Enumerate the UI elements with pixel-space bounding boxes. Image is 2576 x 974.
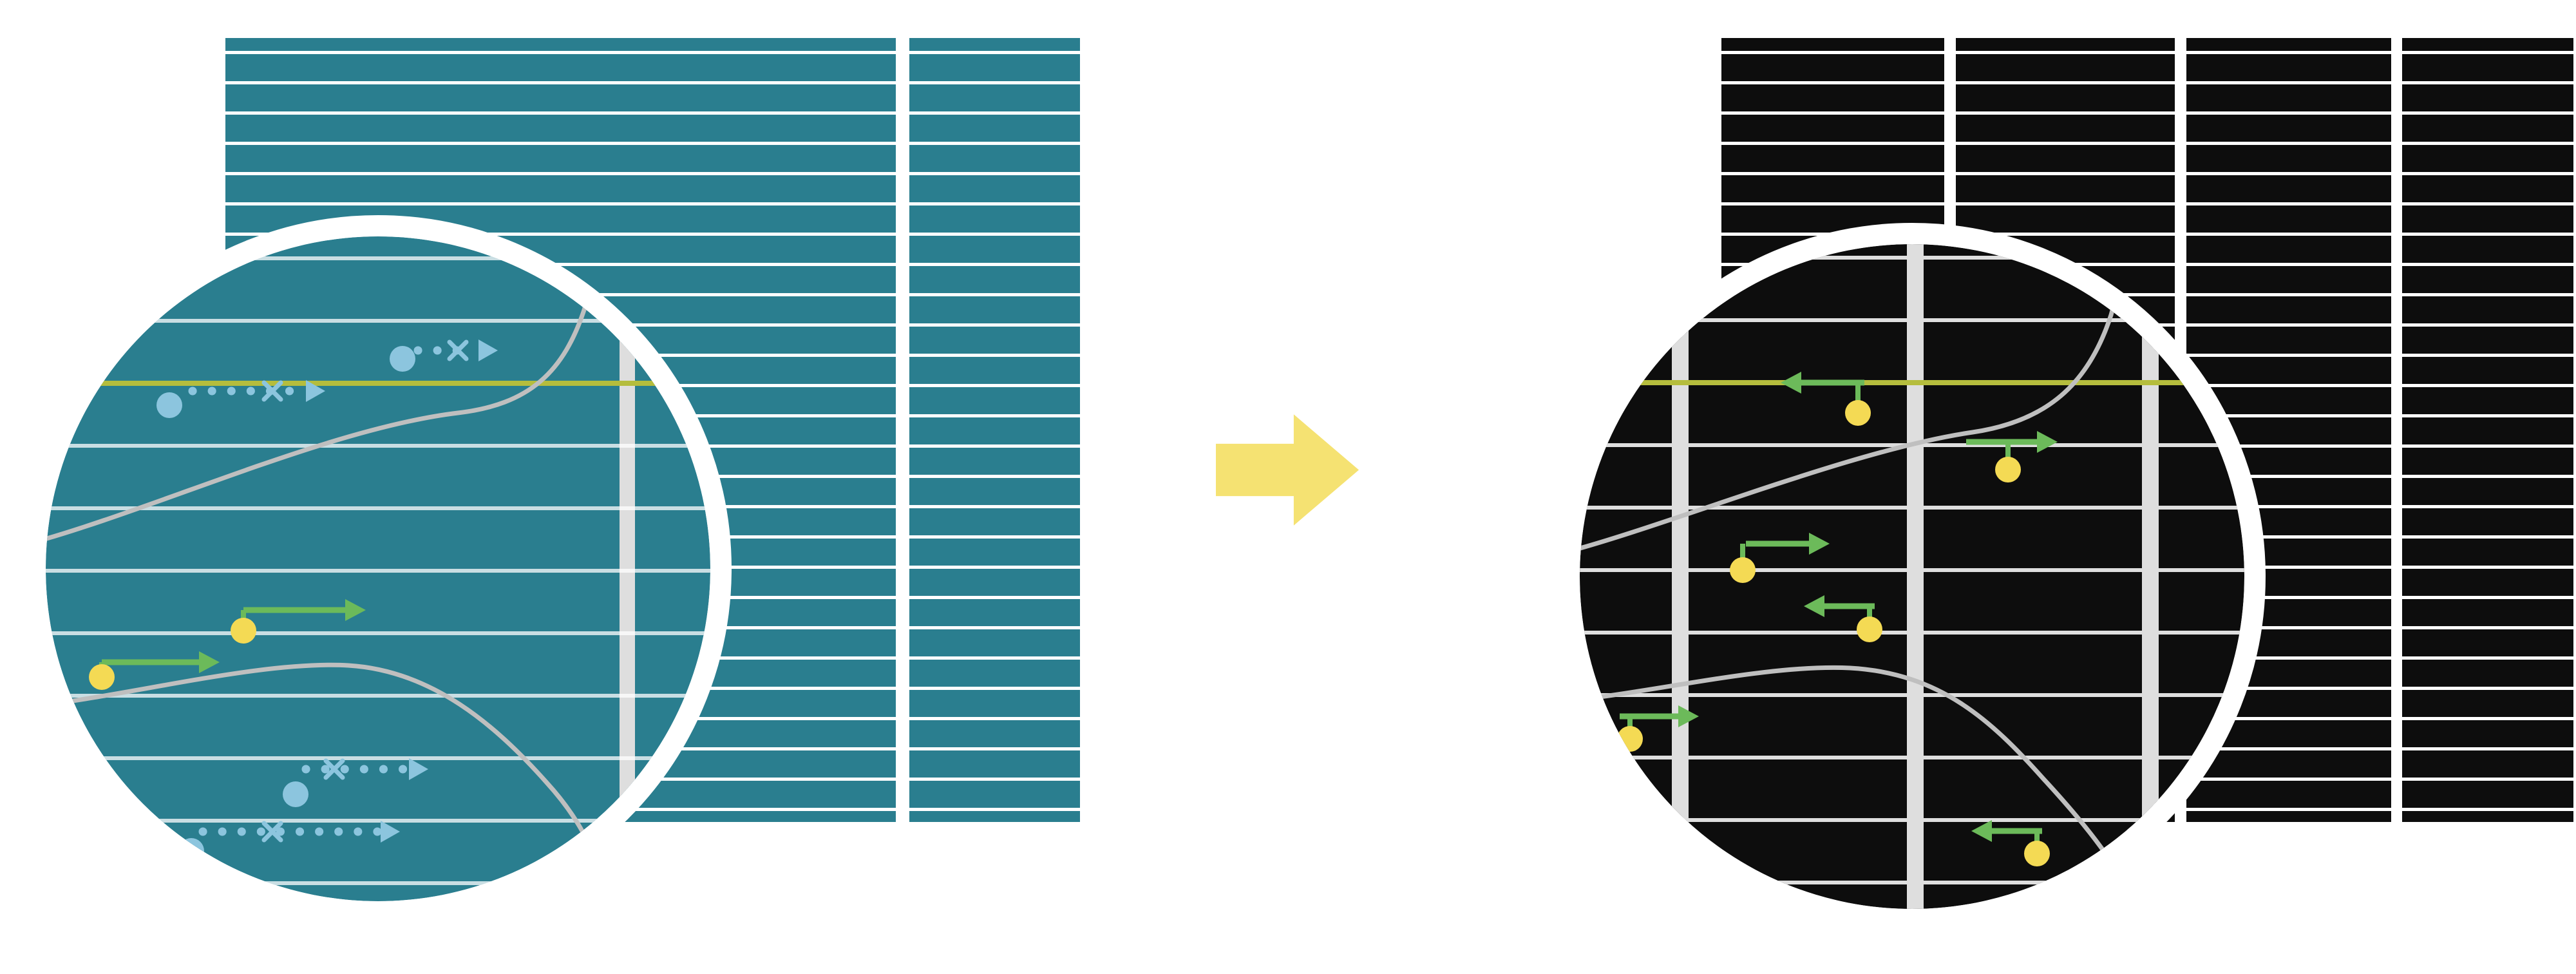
right-cell-strip-panel — [2402, 38, 2573, 822]
right-arrow-icon — [1216, 414, 1359, 526]
busbar — [2142, 244, 2159, 909]
electron-dot — [231, 618, 256, 644]
lost-electron-arrowhead-icon — [409, 758, 428, 780]
lost-electron-arrowhead-icon — [381, 821, 400, 843]
lost-electron-dot — [390, 346, 415, 372]
grain-boundary — [46, 662, 601, 872]
recombination-x-icon — [447, 339, 469, 361]
right-magnifier-scene — [1580, 244, 2244, 909]
lost-electron-dot — [283, 781, 308, 807]
electron-dot — [1845, 400, 1871, 426]
left-magnifier-scene — [46, 236, 710, 901]
electron-dot — [1617, 726, 1643, 752]
busbar — [1672, 244, 1689, 909]
drift-arrowhead-icon — [1804, 595, 1824, 617]
electron-dot — [1730, 557, 1756, 583]
drift-arrowhead-icon — [1971, 820, 1992, 842]
lost-electron-dot — [178, 838, 204, 864]
drift-arrowhead-icon — [1678, 705, 1699, 727]
electron-dot — [1995, 457, 2021, 482]
drift-arrowhead-icon — [345, 599, 366, 621]
lost-electron-dot — [156, 392, 182, 418]
left-magnifier — [24, 215, 732, 922]
electron-dot — [89, 664, 115, 690]
recombination-x-icon — [323, 758, 345, 780]
electron-dot — [1857, 616, 1882, 642]
electron-dot — [2024, 841, 2050, 866]
left-cell-strip-panel — [909, 38, 1080, 822]
transition-arrow — [1216, 414, 1359, 526]
drift-arrowhead-icon — [1809, 533, 1830, 555]
drift-arrowhead-icon — [199, 651, 220, 673]
busbar — [1907, 244, 1924, 909]
drift-arrowhead-icon — [1781, 372, 1801, 394]
recombination-x-icon — [261, 380, 283, 402]
right-magnifier — [1558, 223, 2266, 930]
grain-boundary — [1582, 665, 2121, 875]
lost-electron-arrowhead-icon — [306, 380, 325, 402]
drift-arrowhead-icon — [2037, 431, 2058, 453]
recombination-x-icon — [261, 821, 283, 843]
lost-electron-arrowhead-icon — [478, 339, 498, 361]
